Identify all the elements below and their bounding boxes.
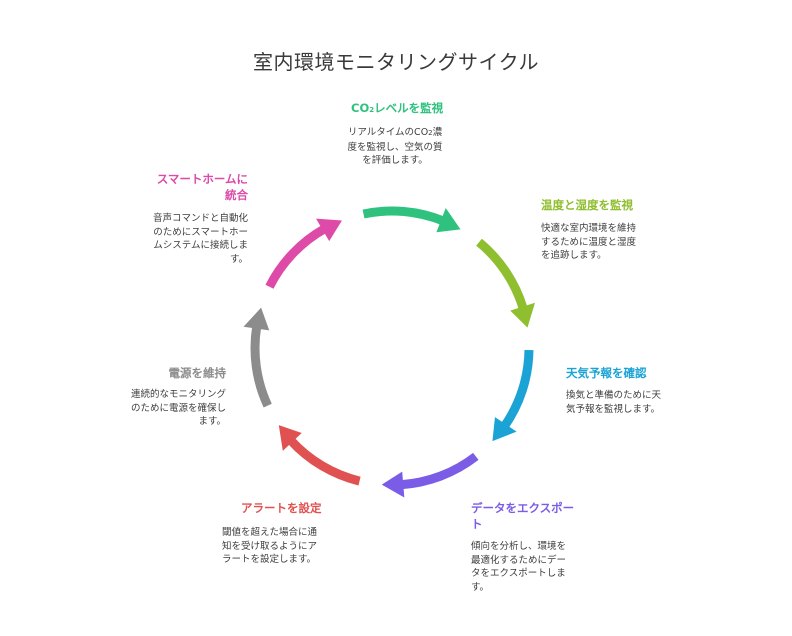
step-alert-desc: 閾値を超えた場合に通 知を受け取るようにア ラートを設定します。 — [222, 526, 317, 567]
step-co2-desc-line2: 度を監視し、空気の質 — [347, 141, 443, 153]
cycle-arc-weather — [500, 349, 534, 429]
step-export-title-line: データをエクスポー — [471, 501, 575, 515]
step-power-desc: 連続的なモニタリング のために電源を確保し ます。 — [116, 388, 226, 429]
cycle-arrowhead-export — [381, 471, 405, 498]
step-temp-desc: 快適な室内環境を維持 するために温度と湿度 を追跡します。 — [541, 222, 636, 263]
step-export-title-line: ト — [471, 517, 483, 531]
step-export-desc-line: 最適化するためにデー — [471, 554, 567, 566]
step-smarthome-desc: 音声コマンドと自動化 のためにスマートホー ムシステムに接続しま す。 — [133, 212, 248, 266]
cycle-arrowhead-temp — [510, 302, 536, 328]
step-power-desc-line: 連続的なモニタリング — [130, 389, 226, 400]
step-co2-desc-line1-rest: 濃 — [432, 127, 443, 138]
step-alert-desc-line: ラートを設定します。 — [222, 554, 317, 565]
step-smarthome-title-line: スマートホームに — [156, 172, 248, 186]
step-temp-desc-line: を追跡します。 — [541, 250, 607, 261]
step-power-desc-line: のために電源を確保し — [130, 402, 226, 414]
step-co2-title: CO2レベルを監視 — [351, 100, 443, 118]
step-power-desc-line: ます。 — [198, 416, 226, 427]
step-export-desc-line: 傾向を分析し、環境を — [471, 541, 567, 552]
cycle-arc-alert — [287, 437, 361, 486]
step-smarthome-desc-line: ムシステムに接続しま — [153, 240, 248, 251]
cycle-arc-export — [400, 452, 479, 490]
step-co2-title-rest: レベルを監視 — [374, 101, 444, 115]
step-temp-desc-line: 快適な室内環境を維持 — [541, 223, 637, 234]
step-export-desc-line: す。 — [471, 581, 490, 593]
step-weather-desc-line: 気予報を監視します。 — [566, 403, 661, 415]
step-smarthome-desc-line: 音声コマンドと自動化 — [152, 213, 248, 224]
step-weather-desc-line: 換気と準備のために天 — [566, 390, 662, 401]
step-weather-title: 天気予報を確認 — [566, 366, 647, 380]
step-smarthome-desc-line: のためにスマートホー — [153, 226, 248, 238]
cycle-arrowhead-co2 — [436, 207, 461, 233]
step-export-desc: 傾向を分析し、環境を 最適化するためにデー タをエクスポートしま す。 — [471, 540, 566, 594]
step-co2-title-main: CO — [351, 101, 370, 115]
cycle-arc-power — [250, 325, 272, 408]
step-export-desc-line: タをエクスポートしま — [471, 568, 566, 579]
cycle-arc-co2 — [362, 206, 446, 226]
step-smarthome-title-line: 統合 — [225, 188, 248, 202]
cycle-arc-smarthome — [265, 224, 327, 289]
step-co2-title-sub: 2 — [369, 106, 375, 114]
step-temp-desc-line: するために温度と湿度 — [541, 236, 637, 248]
step-co2-desc: リアルタイムのCO2濃 度を監視し、空気の質 を評価します。 — [330, 126, 460, 168]
step-alert-desc-line: 閾値を超えた場合に通 — [222, 527, 318, 538]
step-alert-title: アラートを設定 — [241, 501, 322, 515]
step-export-title: データをエクスポー ト — [471, 500, 574, 532]
step-co2-desc-line1-sub: 2 — [428, 129, 433, 137]
cycle-arrowhead-smarthome — [316, 218, 342, 242]
diagram-title: 室内環境モニタリングサイクル — [253, 50, 539, 74]
step-co2-desc-line3: を評価します。 — [362, 155, 428, 166]
cycle-arrowhead-power — [243, 307, 270, 331]
step-smarthome-desc-line: す。 — [229, 253, 248, 265]
step-smarthome-title: スマートホームに 統合 — [140, 171, 248, 203]
step-co2-desc-line1: リアルタイムのCO — [347, 127, 429, 138]
step-power-title: 電源を維持 — [168, 366, 227, 380]
step-alert-desc-line: 知を受け取るようにア — [222, 540, 318, 552]
cycle-arc-temp — [476, 238, 528, 311]
cycle-arrowhead-weather — [492, 417, 517, 442]
step-weather-desc: 換気と準備のために天 気予報を監視します。 — [566, 389, 661, 416]
step-temp-title: 温度と湿度を監視 — [541, 198, 633, 212]
cycle-arrowhead-alert — [278, 425, 302, 451]
